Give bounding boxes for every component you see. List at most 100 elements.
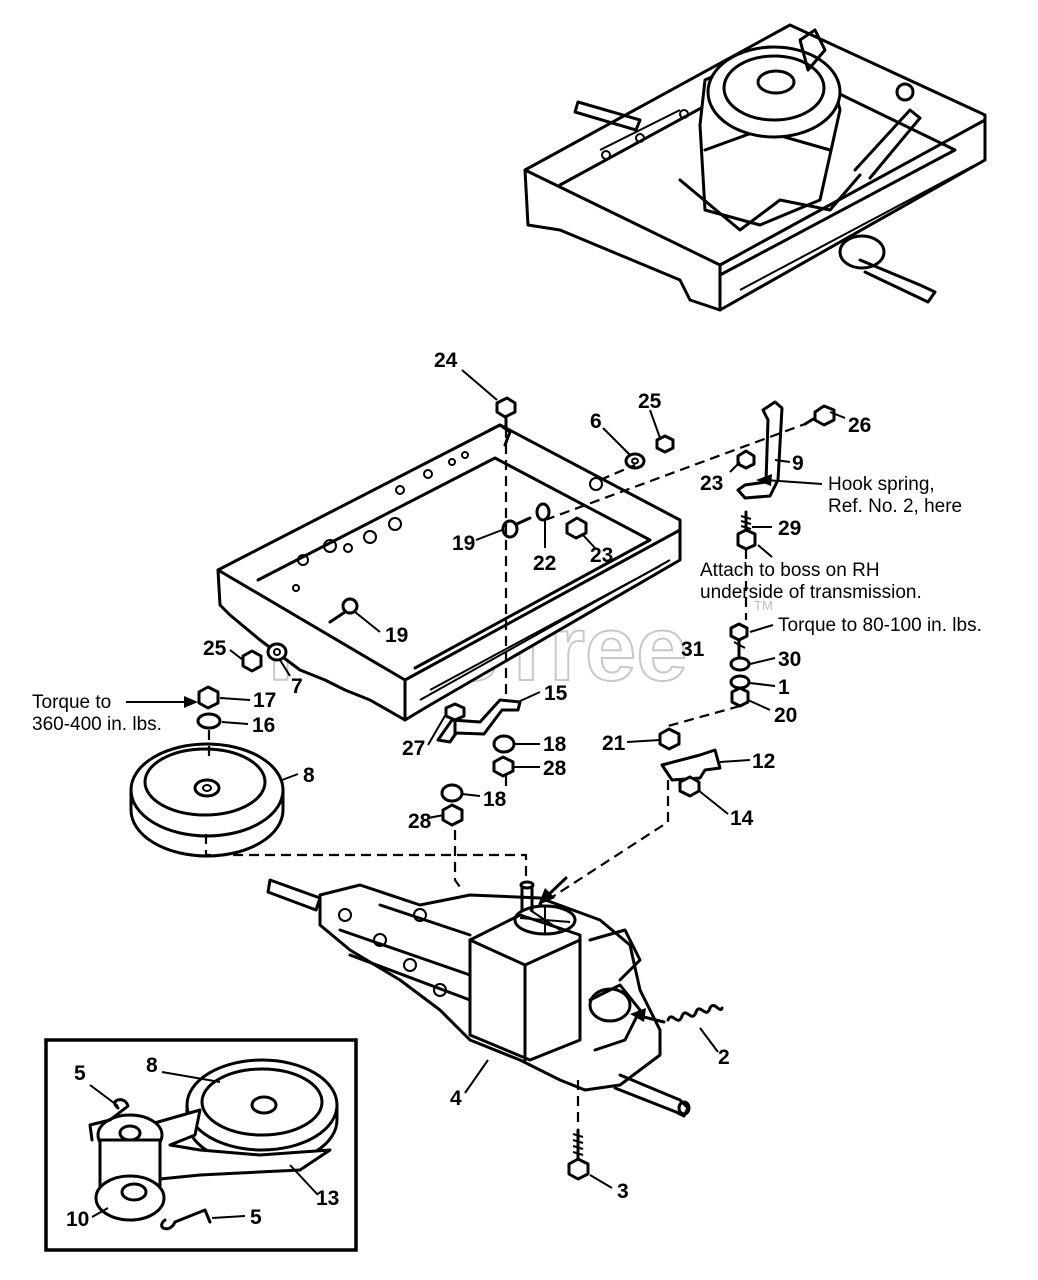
- note-torque-80-100: Torque to 80-100 in. lbs.: [778, 615, 982, 636]
- nut-21: [658, 727, 681, 751]
- arrows: [538, 876, 666, 1024]
- bracket-9: [736, 400, 784, 500]
- frame: [216, 423, 682, 722]
- callout-1: 1: [778, 676, 790, 699]
- axle-left: [266, 878, 322, 912]
- nut-17: [197, 685, 220, 710]
- callout-27: 27: [402, 737, 425, 760]
- washer-6: [624, 452, 646, 470]
- washer-16: [196, 712, 222, 730]
- callout-25-top: 25: [638, 390, 662, 413]
- callout-13: 13: [316, 1187, 339, 1210]
- callout-12: 12: [752, 750, 775, 773]
- transmission: [266, 878, 724, 1181]
- spring-2: [666, 1004, 724, 1022]
- callout-19-left: 19: [385, 624, 408, 647]
- leader-torque-360-head: [184, 696, 198, 708]
- inset-spring-5-lower: [160, 1208, 212, 1231]
- callout-17: 17: [253, 689, 276, 712]
- nut-20: [730, 686, 750, 708]
- nut-25-top: [655, 434, 675, 454]
- callout-29: 29: [778, 517, 801, 540]
- callout-25-left: 25: [203, 637, 227, 660]
- callout-18-upper: 18: [543, 733, 567, 756]
- lower-bracket-group: [436, 698, 522, 827]
- assembled-axle-left: [573, 100, 642, 132]
- frame-hardware: [241, 396, 675, 673]
- spacer-29-base: [736, 528, 757, 551]
- arrow-spring-hook-head: [630, 1008, 646, 1022]
- watermark-trademark: TM: [754, 598, 773, 613]
- callout-15: 15: [544, 682, 568, 705]
- callout-21: 21: [602, 732, 626, 755]
- callout-18-lower: 18: [483, 788, 507, 811]
- nut-14: [678, 775, 701, 798]
- callout-24: 24: [434, 349, 458, 372]
- bolt-19-left: [328, 597, 359, 624]
- inset-detail: [44, 1038, 358, 1252]
- callout-8-inset: 8: [146, 1054, 158, 1077]
- note-leaders: [126, 474, 823, 708]
- inset-idler-arm-13: [128, 1108, 332, 1182]
- bolt-31: [729, 622, 749, 642]
- arrow-input-shaft-head: [538, 888, 555, 905]
- callout-28-upper: 28: [543, 757, 567, 780]
- callout-4: 4: [450, 1087, 462, 1110]
- washer-22: [535, 502, 551, 522]
- callout-26: 26: [848, 414, 871, 437]
- note-torque-360-line1: Torque to: [32, 692, 111, 713]
- callout-2: 2: [718, 1046, 730, 1069]
- bolt-26: [813, 404, 836, 427]
- callout-14: 14: [730, 807, 754, 830]
- callout-23-right: 23: [700, 472, 723, 495]
- callout-5-upper: 5: [74, 1062, 86, 1085]
- callout-8: 8: [303, 764, 315, 787]
- note-hook-spring-line2: Ref. No. 2, here: [828, 496, 962, 517]
- callout-19-center: 19: [452, 532, 475, 555]
- leader-lines: [89, 369, 846, 1219]
- callout-9: 9: [792, 452, 804, 475]
- leader-torque-80: [749, 624, 774, 633]
- note-hook-spring-line1: Hook spring,: [828, 474, 935, 495]
- spacer-18-upper: [492, 734, 516, 754]
- note-attach-line2: underside of transmission.: [700, 582, 922, 603]
- callout-16: 16: [252, 714, 275, 737]
- assembled-axle-right: [858, 258, 937, 304]
- leader-hook-spring-head: [756, 474, 772, 486]
- callout-22: 22: [533, 552, 556, 575]
- frame-holes: [292, 451, 603, 592]
- frame-body: [216, 423, 682, 722]
- callout-10: 10: [66, 1208, 89, 1231]
- nut-28-upper: [492, 755, 515, 778]
- spacer-18-lower: [440, 783, 464, 803]
- washer-7: [266, 642, 288, 662]
- screw-3-head: [567, 1157, 590, 1181]
- note-attach-line1: Attach to boss on RH: [700, 560, 880, 581]
- nut-28-lower: [441, 803, 464, 827]
- callout-20: 20: [774, 704, 797, 727]
- leader-attach: [757, 544, 773, 558]
- assembled-view: [523, 23, 987, 312]
- leader-hook-spring: [764, 479, 823, 485]
- callout-7: 7: [291, 675, 303, 698]
- callout-6: 6: [590, 410, 602, 433]
- nut-23-center: [565, 516, 588, 540]
- callout-30: 30: [778, 648, 801, 671]
- bracket-15: [436, 698, 522, 744]
- callout-28-lower: 28: [408, 810, 432, 833]
- washer-30: [729, 656, 751, 672]
- nut-23-right: [736, 449, 756, 470]
- bolt-27: [444, 702, 466, 722]
- bracket-12: [660, 748, 722, 782]
- pulley-group: [129, 685, 285, 858]
- callout-23-center: 23: [590, 544, 613, 567]
- callout-5-lower: 5: [250, 1206, 262, 1229]
- washer-1: [729, 674, 751, 690]
- nut-25-left: [241, 649, 263, 673]
- callouts: 24 25 6 26 9 23 19 22 23 29 19 25 7 17 1…: [66, 349, 871, 1231]
- note-torque-360-line2: 360-400 in. lbs.: [32, 714, 162, 735]
- callout-3: 3: [617, 1180, 629, 1203]
- assembly-lines: [204, 422, 806, 1128]
- notes: Hook spring, Ref. No. 2, here Attach to …: [32, 474, 982, 735]
